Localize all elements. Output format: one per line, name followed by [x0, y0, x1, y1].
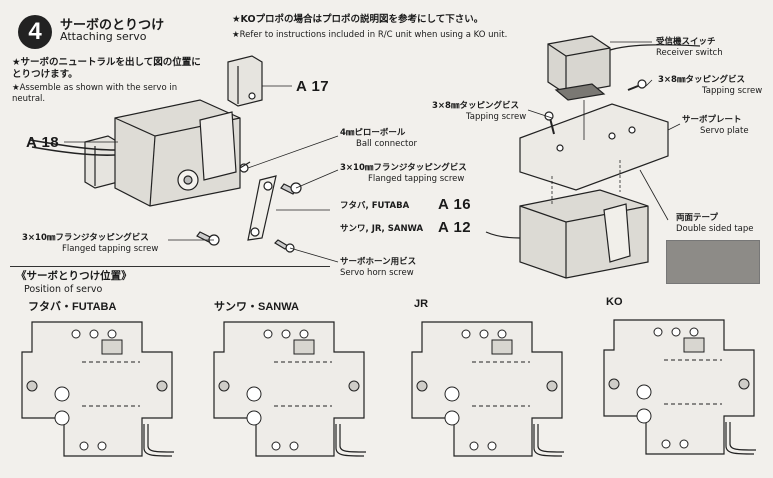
horn-screw-jp: サーボホーン用ビス — [340, 257, 417, 267]
part-a16: A 16 — [438, 196, 472, 213]
flanged-screw-left-jp: 3×10㎜フランジタッピングビス — [22, 233, 149, 243]
tapping-screw-left-jp: 3×8㎜タッピングビス — [432, 101, 519, 111]
receiver-switch-jp: 受信機スイッチ — [656, 37, 716, 47]
flanged-screw-en: Flanged tapping screw — [368, 174, 465, 184]
tape-jp: 両面テープ — [676, 213, 718, 223]
ball-connector-jp: 4㎜ピローボール — [340, 128, 406, 138]
servo-plate-en: Servo plate — [700, 126, 749, 136]
section-divider — [10, 266, 330, 267]
step-subtitle: Attaching servo — [60, 30, 147, 43]
tapping-screw-right-jp: 3×8㎜タッピングビス — [658, 75, 745, 85]
tape-en: Double sided tape — [676, 224, 754, 234]
position-label-jr: JR — [414, 298, 429, 310]
step-number-badge: 4 — [18, 15, 52, 49]
note-ko-jp: ★KOプロポの場合はプロポの説明図を参考にして下さい。 — [232, 14, 484, 25]
part-a18: A 18 — [26, 134, 60, 151]
step-number: 4 — [28, 18, 42, 45]
position-label-ko: KO — [606, 296, 623, 308]
note-ko-en: ★Refer to instructions included in R/C u… — [232, 30, 508, 40]
double-sided-tape-swatch — [666, 240, 760, 284]
servo-plate-jp: サーボプレート — [682, 115, 742, 125]
receiver-switch-en: Receiver switch — [656, 48, 723, 58]
flanged-screw-left-en: Flanged tapping screw — [62, 244, 159, 254]
ball-connector-en: Ball connector — [356, 139, 418, 149]
note-neutral-jp: ★サーボのニュートラルを出して図の位置にとりつけます。 — [12, 57, 201, 80]
part-a17: A 17 — [296, 78, 330, 95]
tapping-screw-right-en: Tapping screw — [702, 86, 763, 96]
position-label-sanwa: サンワ・SANWA — [214, 301, 299, 313]
part-a12: A 12 — [438, 219, 472, 236]
horn-screw-en: Servo horn screw — [340, 268, 414, 278]
sanwa-horn-label: サンワ, JR, SANWA — [340, 224, 424, 234]
position-title-en: Position of servo — [24, 284, 103, 295]
futaba-horn-label: フタバ, FUTABA — [340, 201, 410, 211]
step-title: サーボのとりつけ — [60, 18, 165, 33]
tapping-screw-left-en: Tapping screw — [466, 112, 527, 122]
flanged-screw-jp: 3×10㎜フランジタッピングビス — [340, 163, 467, 173]
note-neutral-en: ★Assemble as shown with the servo in neu… — [12, 83, 178, 104]
position-label-futaba: フタバ・FUTABA — [28, 301, 117, 313]
position-title-jp: 《サーボとりつけ位置》 — [16, 270, 132, 282]
